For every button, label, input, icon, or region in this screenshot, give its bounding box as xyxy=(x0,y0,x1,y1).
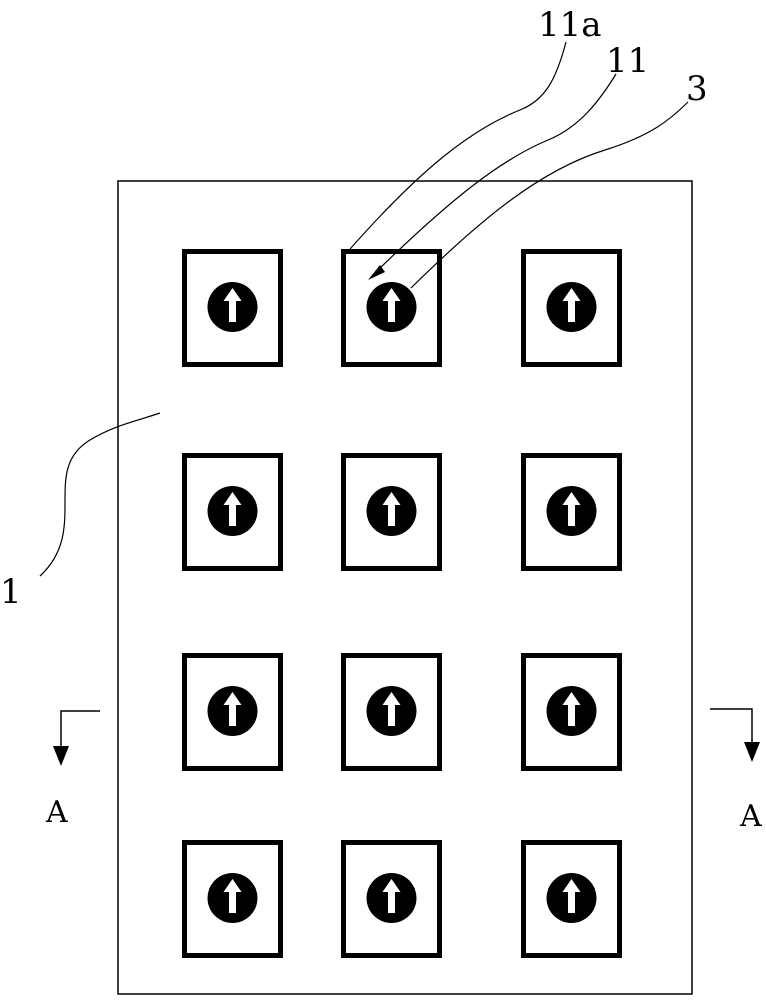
leader-line-11a xyxy=(349,41,567,250)
cell-frame xyxy=(341,653,442,771)
cell-frame xyxy=(521,653,622,771)
cell-3-2 xyxy=(341,653,442,771)
cell-grid xyxy=(182,249,622,958)
cell-4-3 xyxy=(521,840,622,958)
cell-4-1 xyxy=(182,840,283,958)
leader-arrowhead-11 xyxy=(368,265,385,280)
label-3: 3 xyxy=(686,69,708,109)
cell-frame xyxy=(341,840,442,958)
cell-2-2 xyxy=(341,453,442,571)
leader-line-3 xyxy=(410,101,689,289)
cell-1-3 xyxy=(521,249,622,367)
cell-frame xyxy=(521,249,622,367)
cell-frame xyxy=(341,249,442,367)
cell-1-2 xyxy=(341,249,442,367)
cell-frame xyxy=(182,840,283,958)
cell-2-3 xyxy=(521,453,622,571)
section-label-right: A xyxy=(739,799,762,834)
section-marker-right xyxy=(710,708,760,762)
cell-frame xyxy=(182,453,283,571)
plate-outline xyxy=(117,180,693,995)
cell-4-2 xyxy=(341,840,442,958)
cell-2-1 xyxy=(182,453,283,571)
label-11: 11 xyxy=(606,41,649,81)
cell-frame xyxy=(341,453,442,571)
section-label-left: A xyxy=(45,795,68,830)
label-11a: 11a xyxy=(538,5,602,45)
cell-3-3 xyxy=(521,653,622,771)
cell-frame xyxy=(521,840,622,958)
leader-line-1 xyxy=(39,412,161,577)
section-marker-left xyxy=(53,710,100,766)
label-1: 1 xyxy=(0,572,22,612)
cell-frame xyxy=(182,653,283,771)
down-arrow-icon xyxy=(53,746,69,766)
down-arrow-icon xyxy=(744,742,760,762)
leader-line-11 xyxy=(377,73,617,271)
cell-frame xyxy=(521,453,622,571)
cell-1-1 xyxy=(182,249,283,367)
cell-frame xyxy=(182,249,283,367)
cell-3-1 xyxy=(182,653,283,771)
